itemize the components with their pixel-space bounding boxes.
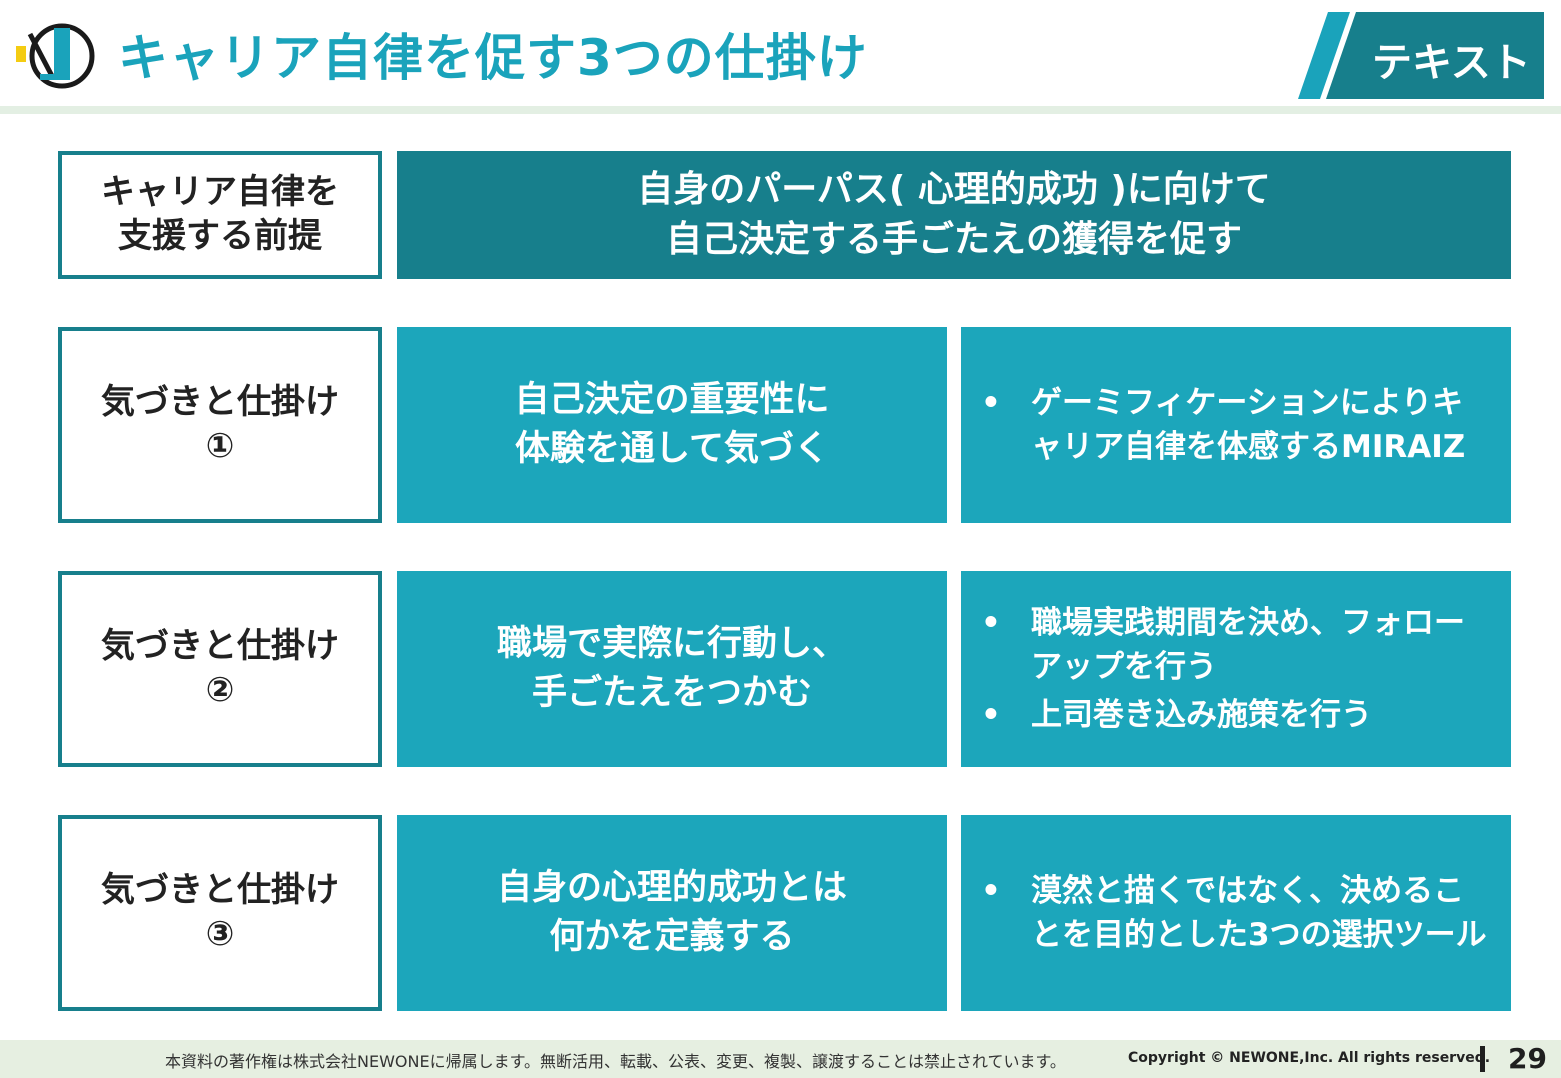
footer-bar — [0, 1040, 1561, 1078]
newone-logo-icon — [16, 23, 95, 89]
bullet-text: ゲーミフィケーションによりキャリア自律を体感するMIRAIZ — [1031, 384, 1466, 465]
bullet-icon: • — [981, 697, 1001, 733]
mechanism-2-label: 気づきと仕掛け ② — [58, 571, 382, 767]
mechanism-1-label: 気づきと仕掛け ① — [58, 327, 382, 523]
header-divider — [0, 106, 1561, 114]
tag-label: テキスト — [1372, 40, 1531, 86]
mechanism-1-goal: 自己決定の重要性に 体験を通して気づく — [397, 327, 947, 523]
bullet-text: 漠然と描くではなく、決めることを目的とした3つの選択ツール — [1031, 872, 1487, 953]
bullet-text: 職場実践期間を決め、フォローアップを行う — [1031, 604, 1465, 685]
bullet-icon: • — [981, 872, 1001, 909]
mechanism-3-label: 気づきと仕掛け ③ — [58, 815, 382, 1011]
footer-divider — [1480, 1046, 1485, 1072]
premise-text: 自身のパーパス( 心理的成功 )に向けて 自己決定する手ごたえの獲得を促す — [397, 151, 1511, 279]
mechanism-3-actions: • 漠然と描くではなく、決めることを目的とした3つの選択ツール — [961, 815, 1511, 1011]
page-number: 29 — [1508, 1042, 1547, 1075]
bullet-icon: • — [981, 384, 1001, 421]
premise-label: キャリア自律を 支援する前提 — [58, 151, 382, 279]
slide-header: キャリア自律を促す3つの仕掛け テキスト — [0, 0, 1561, 108]
list-item: • 漠然と描くではなく、決めることを目的とした3つの選択ツール — [977, 869, 1493, 957]
copyright-text: Copyright © NEWONE,Inc. All rights reser… — [1128, 1050, 1491, 1066]
mechanism-2-goal: 職場で実際に行動し、 手ごたえをつかむ — [397, 571, 947, 767]
copyright-notice: 本資料の著作権は株式会社NEWONEに帰属します。無断活用、転載、公表、変更、複… — [165, 1052, 1066, 1071]
page-title: キャリア自律を促す3つの仕掛け — [118, 29, 868, 87]
list-item: • ゲーミフィケーションによりキャリア自律を体感するMIRAIZ — [977, 381, 1493, 469]
mechanism-3-goal: 自身の心理的成功とは 何かを定義する — [397, 815, 947, 1011]
list-item: • 上司巻き込み施策を行う — [977, 693, 1493, 737]
bullet-icon: • — [981, 604, 1001, 641]
mechanism-2-actions: • 職場実践期間を決め、フォローアップを行う • 上司巻き込み施策を行う — [961, 571, 1511, 767]
list-item: • 職場実践期間を決め、フォローアップを行う — [977, 601, 1493, 689]
mechanism-1-actions: • ゲーミフィケーションによりキャリア自律を体感するMIRAIZ — [961, 327, 1511, 523]
tag-banner — [1298, 12, 1544, 99]
bullet-text: 上司巻き込み施策を行う — [1031, 697, 1372, 733]
